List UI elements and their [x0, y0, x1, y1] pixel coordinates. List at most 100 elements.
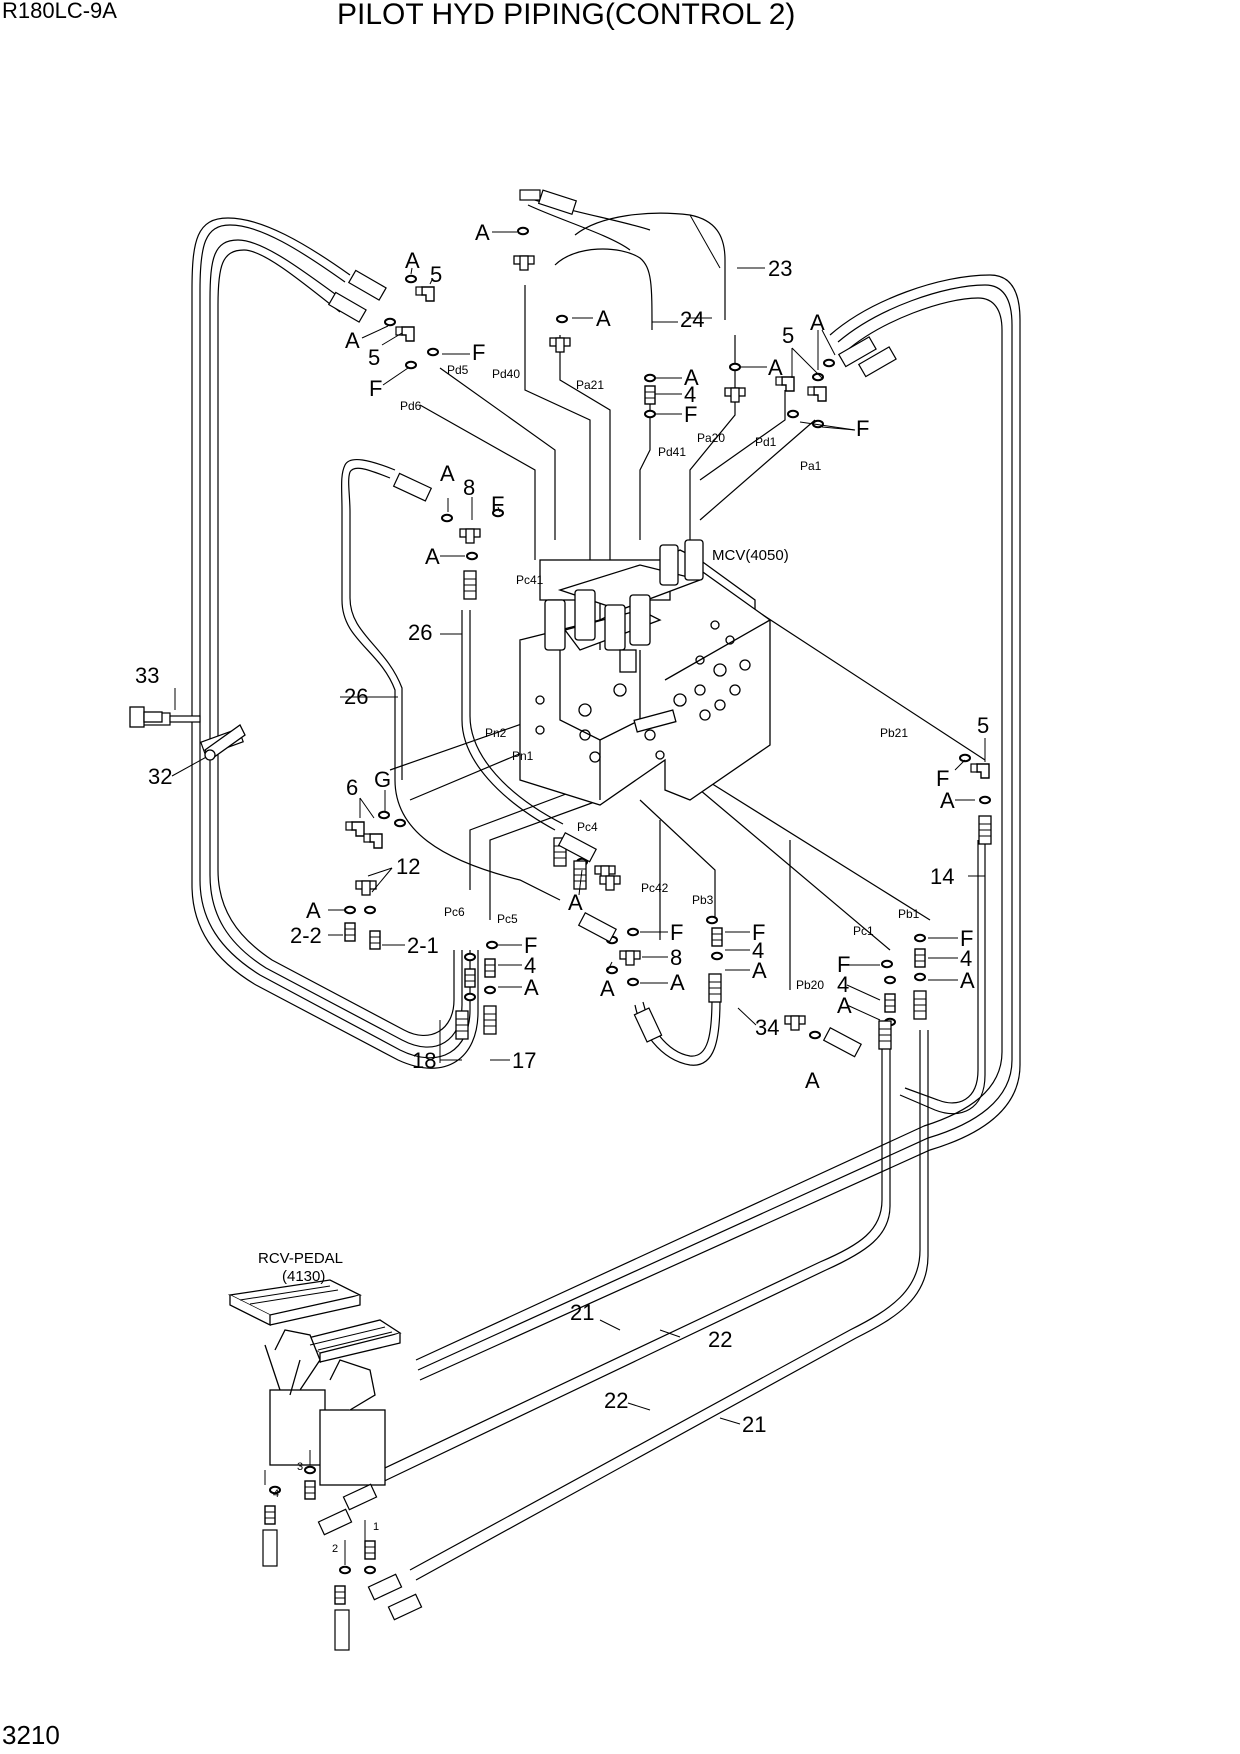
callout-label: 5 — [430, 262, 442, 287]
callout-label: 4 — [524, 953, 536, 978]
solenoid-cartridges — [544, 539, 704, 651]
callout-label: A — [670, 970, 685, 995]
callout-label: F — [856, 416, 869, 441]
pedal-port-labels: 3 4 1 2 — [273, 1461, 379, 1555]
port-label: Pc6 — [444, 905, 465, 919]
hose-left-outer — [199, 224, 471, 1059]
callout-label: 2-2 — [290, 923, 322, 948]
callout-label: 8 — [463, 475, 475, 500]
port-label: Pn2 — [485, 726, 507, 740]
callout-label: 22 — [604, 1388, 628, 1413]
hose-14 — [899, 840, 986, 1115]
callout-label: 17 — [512, 1048, 536, 1073]
callout-label: F — [524, 933, 537, 958]
port-label: Pc4 — [577, 820, 598, 834]
callout-label: 2-1 — [407, 933, 439, 958]
leader-lines — [171, 214, 986, 1565]
callout-label: A — [805, 1068, 820, 1093]
callout-label: 12 — [396, 854, 420, 879]
callout-label: 21 — [570, 1300, 594, 1325]
port-label: Pa21 — [576, 378, 604, 392]
page-number: 3210 — [2, 1720, 60, 1750]
port-label: Pa20 — [697, 431, 725, 445]
port-label: Pa1 — [800, 459, 822, 473]
pedal-port-label: 3 — [297, 1461, 303, 1473]
callout-label: A — [837, 993, 852, 1018]
hose-26 — [341, 458, 561, 901]
callout-label: F — [369, 376, 382, 401]
callout-label: 34 — [755, 1015, 779, 1040]
callout-label: 18 — [412, 1048, 436, 1073]
hose-clamp — [129, 706, 246, 761]
hose-left-mid — [191, 217, 479, 1069]
pedal-hose-ends — [139, 189, 897, 1651]
callout-label: 21 — [742, 1412, 766, 1437]
callout-label: F — [670, 920, 683, 945]
component-labels: MCV(4050) RCV-PEDAL (4130) — [258, 547, 789, 1285]
port-label: Pb1 — [898, 907, 920, 921]
callout-label: 5 — [368, 345, 380, 370]
callout-label: A — [684, 365, 699, 390]
hose-group — [191, 194, 1021, 1581]
callout-label: A — [405, 248, 420, 273]
pedal-port-label: 4 — [273, 1488, 279, 1500]
callout-label: A — [960, 968, 975, 993]
callout-label: A — [306, 898, 321, 923]
port-label: Pn1 — [512, 749, 534, 763]
callout-label: F — [837, 952, 850, 977]
callout-label: 5 — [977, 713, 989, 738]
port-label: Pc41 — [516, 573, 544, 587]
callout-label: F — [684, 402, 697, 427]
callout-label: A — [568, 890, 583, 915]
callout-label: F — [491, 492, 504, 517]
rcv-label-line1: RCV-PEDAL — [258, 1250, 343, 1267]
hose-23 — [574, 212, 726, 320]
port-label: Pd41 — [658, 445, 686, 459]
port-label: Pd1 — [755, 435, 777, 449]
rcv-pedal — [227, 1279, 402, 1486]
callout-label: A — [596, 306, 611, 331]
callout-label: 5 — [782, 323, 794, 348]
port-label: Pb21 — [880, 726, 908, 740]
hose-right-outer — [419, 274, 1021, 1381]
callout-label: F — [472, 340, 485, 365]
callout-label: F — [960, 926, 973, 951]
port-label: Pc1 — [853, 924, 874, 938]
callout-label: 6 — [346, 775, 358, 800]
callout-label: G — [374, 767, 391, 792]
port-label: Pd40 — [492, 367, 520, 381]
callout-label: A — [345, 328, 360, 353]
callout-label: 26 — [408, 620, 432, 645]
callout-label: 4 — [960, 946, 972, 971]
port-labels: Pd5 Pd40 Pa21 Pd6 Pd41 Pa20 Pd1 Pa1 Pc41… — [400, 363, 920, 992]
callout-label: 23 — [768, 256, 792, 281]
callout-label: 4 — [752, 938, 764, 963]
callout-labels: A A 5 A 5 F F 23 A 24 A 4 F A 5 A F A 8 … — [135, 220, 989, 1437]
main-control-valve — [519, 539, 771, 806]
callout-label: A — [475, 220, 490, 245]
callout-label: A — [752, 958, 767, 983]
rcv-label-line2: (4130) — [282, 1268, 325, 1285]
callout-label: 8 — [670, 945, 682, 970]
callout-label: 4 — [837, 972, 849, 997]
model-code: R180LC-9A — [2, 0, 117, 23]
callout-label: 14 — [930, 864, 954, 889]
callout-label: A — [940, 788, 955, 813]
port-label: Pd6 — [400, 399, 422, 413]
callout-label: 32 — [148, 764, 172, 789]
callout-label: 24 — [680, 307, 704, 332]
callout-label: 26 — [344, 684, 368, 709]
callout-label: A — [600, 976, 615, 1001]
drawing-title: PILOT HYD PIPING(CONTROL 2) — [337, 0, 796, 31]
callout-label: A — [768, 355, 783, 380]
pedal-port-label: 1 — [373, 1521, 379, 1533]
port-label: Pd5 — [447, 363, 469, 377]
hose-21 — [409, 1030, 921, 1571]
callout-label: A — [524, 975, 539, 1000]
callout-label: 33 — [135, 663, 159, 688]
callout-label: A — [425, 544, 440, 569]
callout-label: F — [936, 766, 949, 791]
hose-24 — [554, 248, 653, 331]
callout-label: 4 — [684, 382, 696, 407]
